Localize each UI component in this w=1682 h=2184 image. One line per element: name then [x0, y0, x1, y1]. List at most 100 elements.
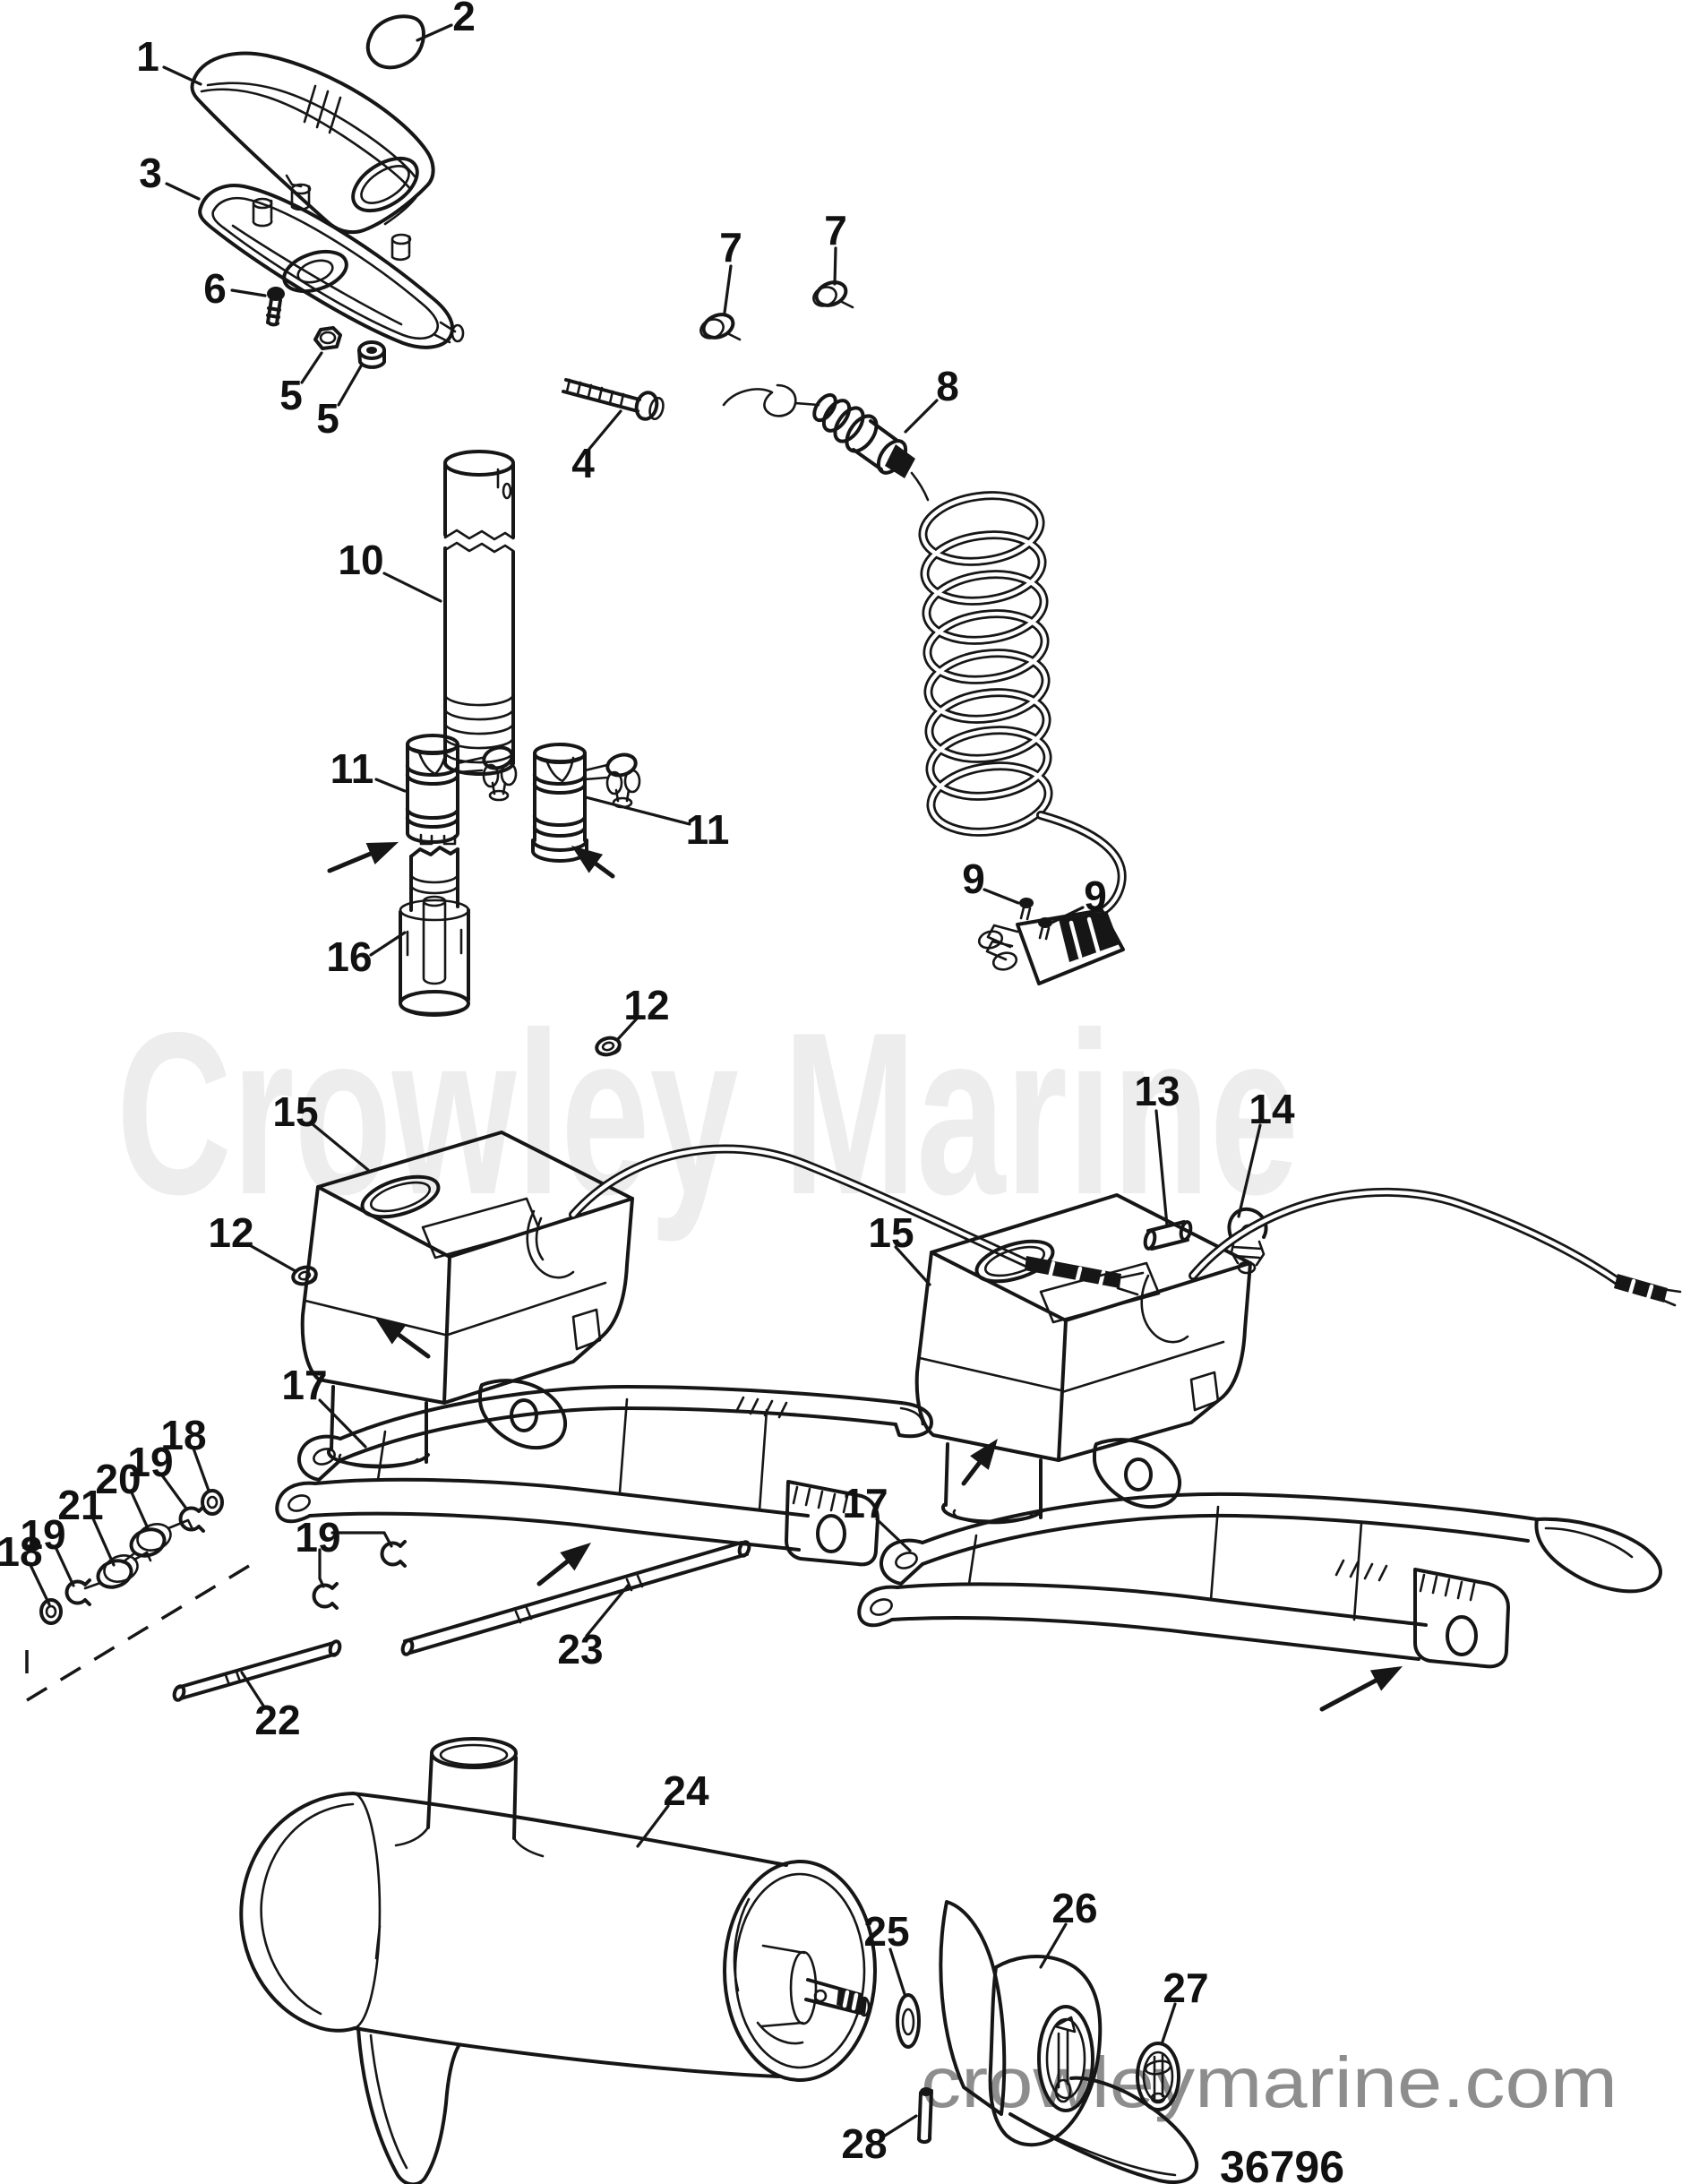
- callout-9: 9: [1084, 873, 1107, 919]
- part-26-propeller: [939, 1900, 1199, 2184]
- arrow-tail-2: [593, 861, 615, 879]
- part-12-nut: [291, 1265, 318, 1286]
- callout-18: 18: [0, 1528, 43, 1575]
- callout-17: 17: [281, 1362, 327, 1408]
- leader-line-18: [192, 1447, 210, 1492]
- leader-line-11: [584, 795, 691, 826]
- leader-line-19: [160, 1474, 188, 1510]
- leader-line-19: [382, 1531, 393, 1548]
- leader-line-21: [90, 1515, 116, 1567]
- callout-10: 10: [338, 537, 383, 583]
- leader-line-26: [1039, 1922, 1068, 1969]
- leader-line-20: [129, 1489, 150, 1530]
- coil-loops: [918, 491, 1053, 837]
- part-3-handle-lower-housing: [198, 183, 465, 349]
- part-19-eclip: [380, 1540, 407, 1568]
- leader-line-24: [636, 1804, 670, 1848]
- callout-25: 25: [863, 1908, 909, 1955]
- arrow-head-2: [571, 846, 604, 873]
- callout-8: 8: [936, 363, 959, 409]
- callout-1: 1: [136, 33, 159, 80]
- callout-19: 19: [295, 1514, 340, 1561]
- leader-line-23: [585, 1584, 630, 1638]
- part-19-eclip: [64, 1578, 91, 1606]
- callout-16: 16: [326, 933, 372, 980]
- arrow-head-4: [970, 1439, 998, 1470]
- callout-20: 20: [95, 1456, 141, 1502]
- leader-line-22: [240, 1671, 265, 1707]
- arrow-tail-5: [536, 1559, 570, 1586]
- part-15-housing-left: [300, 1131, 1145, 1469]
- callout-26: 26: [1051, 1885, 1097, 1931]
- callout-19: 19: [127, 1439, 173, 1485]
- callout-27: 27: [1163, 1965, 1208, 2011]
- part-16-sleeve: [399, 846, 470, 1017]
- part-10-shaft-tube: [442, 450, 515, 777]
- leader-line-6: [230, 288, 267, 297]
- arrow-head-5: [560, 1543, 591, 1571]
- part-18-washer: [201, 1489, 224, 1516]
- arrow-head-1: [365, 842, 399, 865]
- part-7-clip: [699, 313, 742, 341]
- callout-leaders: [28, 23, 1262, 2137]
- part-6-screw: [266, 287, 285, 327]
- part-11-clamp-right: [531, 743, 641, 863]
- callout-17: 17: [842, 1480, 888, 1526]
- callout-4: 4: [571, 440, 595, 486]
- drawing-number: 36796: [1220, 2142, 1344, 2184]
- leader-line-10: [382, 572, 442, 603]
- arrow-head-6: [1369, 1666, 1403, 1691]
- dashed-guides: [25, 1564, 250, 1702]
- part-27-prop-nut: [1136, 2042, 1180, 2111]
- leader-line-25: [888, 1948, 906, 1996]
- callout-18: 18: [160, 1412, 206, 1458]
- callout-19: 19: [20, 1511, 65, 1558]
- part-22-pin: [172, 1639, 342, 1702]
- part-21-spring: [83, 1551, 152, 1590]
- leader-line-1: [162, 65, 202, 86]
- part-24-lower-unit: [239, 1737, 877, 2184]
- leader-line-11: [374, 778, 407, 793]
- callout-21: 21: [57, 1482, 103, 1528]
- part-9-terminal-bolts: [1019, 898, 1052, 941]
- callout-24: 24: [663, 1767, 709, 1814]
- part-5-nut: [313, 326, 342, 350]
- leader-line-18: [28, 1561, 51, 1606]
- callout-11: 11: [686, 806, 730, 853]
- leader-line-17: [318, 1398, 367, 1449]
- part-2-pad: [365, 14, 425, 70]
- leader-line-5: [337, 363, 364, 407]
- part-15-housing-right: [914, 1187, 1682, 1525]
- part-25-washer: [896, 1993, 921, 2049]
- arrow-tail-4: [961, 1460, 982, 1486]
- callout-23: 23: [557, 1626, 603, 1672]
- callout-7: 7: [824, 207, 847, 254]
- part-5-locknut: [357, 340, 386, 369]
- part-19-eclip: [312, 1582, 339, 1610]
- callout-12: 12: [208, 1209, 253, 1256]
- callout-12: 12: [623, 982, 669, 1028]
- leader-line-7: [723, 264, 733, 314]
- callout-11: 11: [330, 745, 374, 792]
- callout-14: 14: [1249, 1086, 1295, 1132]
- leader-line-28: [883, 2114, 918, 2137]
- part-11-clamp-left: [405, 734, 518, 846]
- leader-line-17: [875, 1518, 912, 1552]
- arrow-tail-6: [1319, 1678, 1378, 1712]
- leader-line-9: [983, 888, 1020, 905]
- part-8-coiled-cable: [722, 383, 1127, 985]
- callout-7: 7: [719, 224, 742, 271]
- part-28-shear-pin: [917, 2087, 933, 2145]
- leader-line-9: [1048, 906, 1085, 925]
- part-18-washer: [39, 1598, 63, 1625]
- leader-line-27: [1160, 2002, 1177, 2046]
- callout-15: 15: [272, 1088, 318, 1135]
- leader-line-8: [904, 399, 939, 434]
- callout-28: 28: [841, 2120, 887, 2167]
- leader-line-2: [416, 23, 453, 42]
- part-17-bracket-left: [275, 1385, 933, 1567]
- dashed-guide-1: [26, 1564, 250, 1702]
- leader-line-3: [165, 182, 201, 201]
